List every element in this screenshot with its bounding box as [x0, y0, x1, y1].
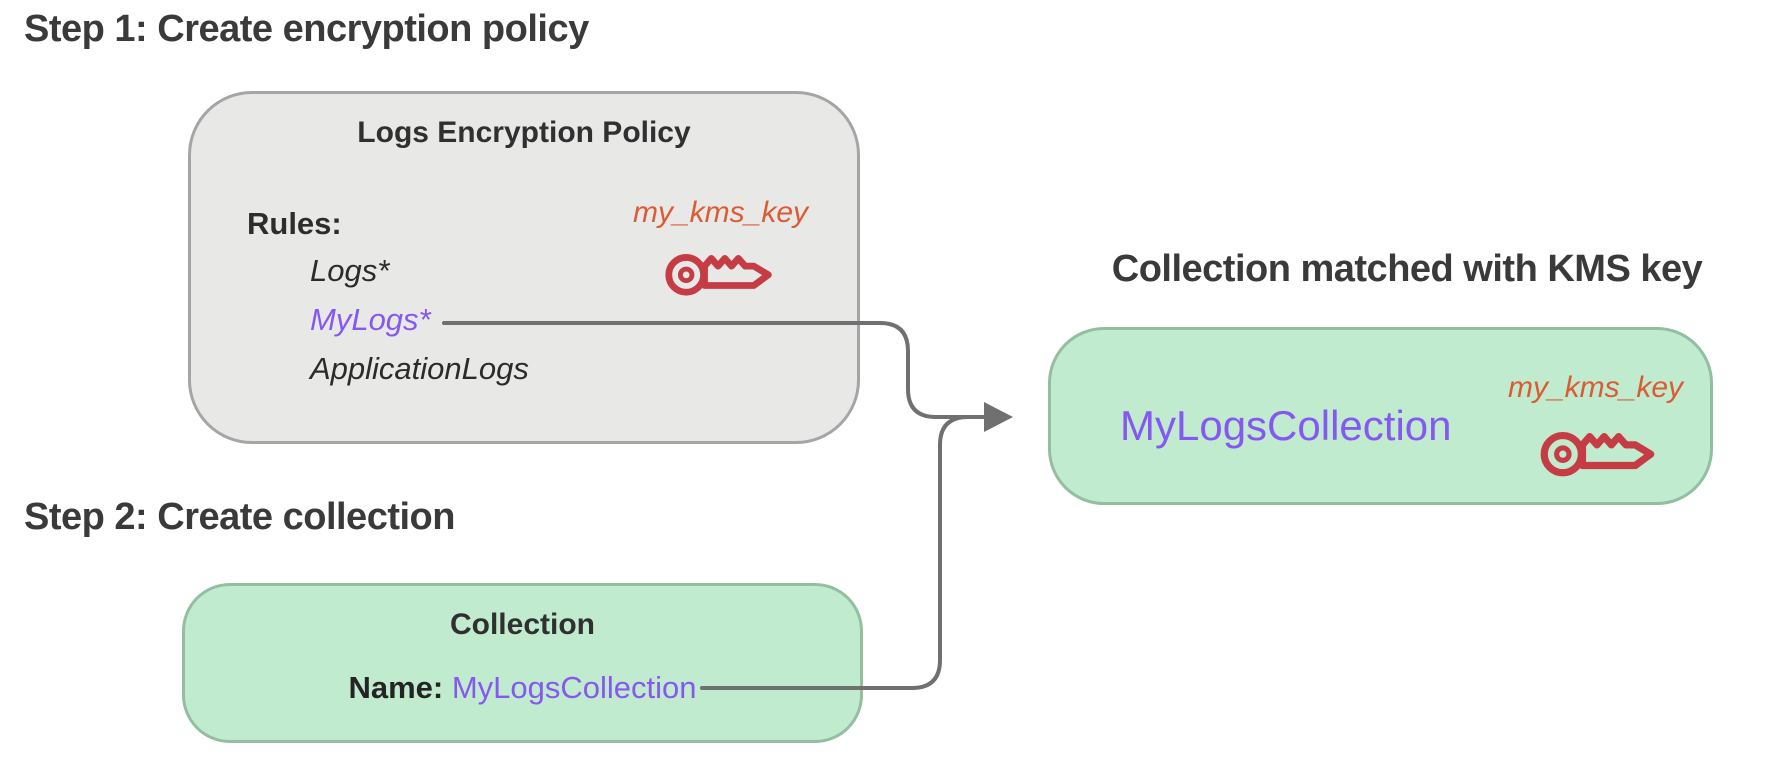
collection-box-title: Collection: [449, 608, 595, 641]
encryption-policy-box: Logs Encryption Policy Rules: Logs* MyLo…: [188, 91, 860, 444]
rule-item-mylogs: MyLogs*: [310, 302, 431, 337]
matched-kms-key-label: my_kms_key: [1508, 371, 1684, 404]
rule-item-logs: Logs*: [310, 253, 390, 288]
matched-collection-box: MyLogsCollection my_kms_key: [1048, 327, 1713, 505]
step2-heading: Step 2: Create collection: [24, 496, 455, 538]
policy-kms-key-label: my_kms_key: [633, 196, 809, 229]
kms-key-icon: [665, 254, 772, 296]
rules-list: Logs* MyLogs* ApplicationLogs: [310, 246, 529, 393]
encryption-policy-title: Logs Encryption Policy: [357, 116, 691, 149]
matched-collection-name: MyLogsCollection: [1120, 402, 1452, 449]
matched-heading: Collection matched with KMS key: [1111, 248, 1703, 290]
kms-key-icon: [1540, 431, 1655, 477]
collection-name-label: Name:: [348, 670, 444, 705]
step1-heading: Step 1: Create encryption policy: [24, 8, 589, 50]
rules-label: Rules:: [247, 206, 342, 241]
rule-item-applicationlogs: ApplicationLogs: [310, 351, 529, 386]
arrowhead-right-icon: [984, 402, 1013, 432]
collection-name-row: Name: MyLogsCollection: [185, 670, 860, 706]
collection-name-value: MyLogsCollection: [451, 670, 697, 705]
collection-box: Collection Name: MyLogsCollection: [182, 583, 863, 743]
